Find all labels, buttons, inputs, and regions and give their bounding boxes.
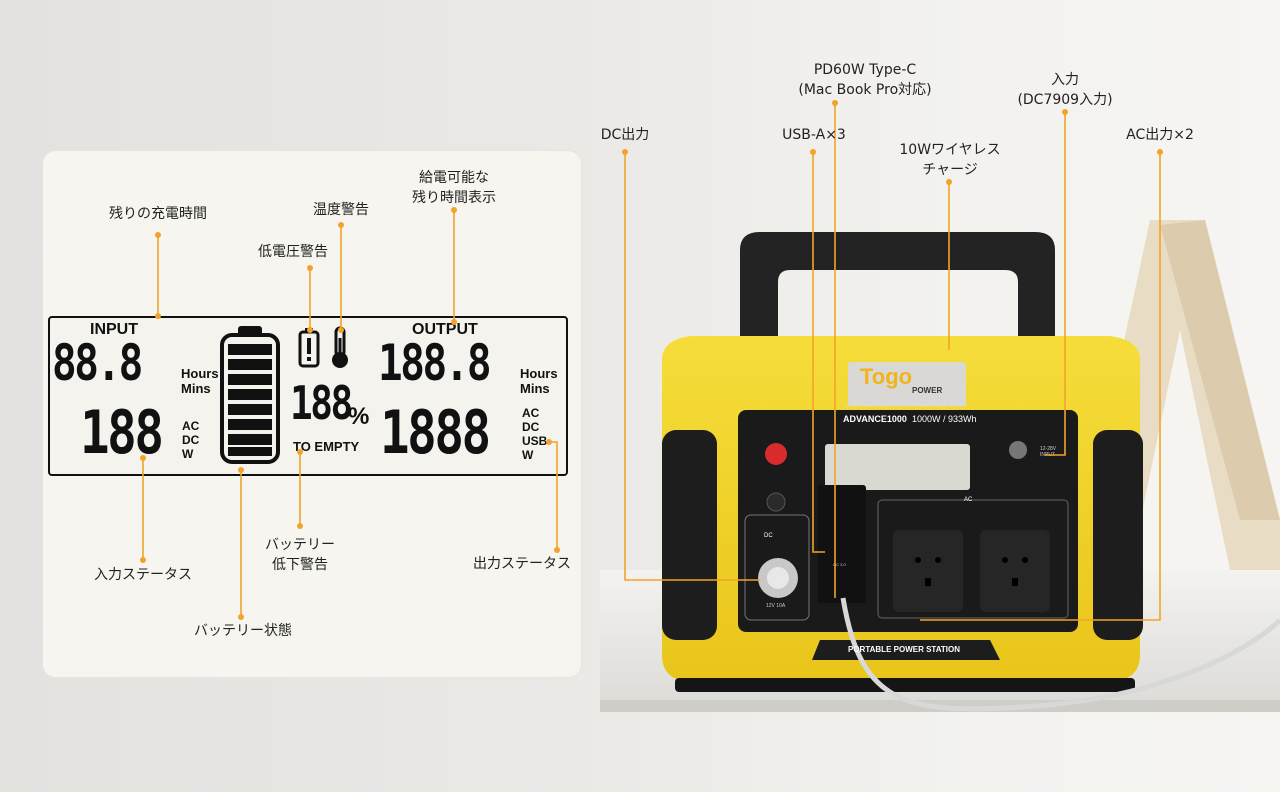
label-battery-low-warning-line1: バッテリー <box>265 537 335 553</box>
label-ac-output: AC出力×2 <box>1126 127 1194 143</box>
label-temperature-warning: 温度警告 <box>313 202 369 218</box>
input-port-label-line1: 12-28V <box>1040 446 1057 452</box>
label-wireless-charge-line2: チャージ <box>922 162 978 178</box>
label-pd-type-c-line2: (Mac Book Pro対応) <box>798 82 932 98</box>
label-remaining-supply-time: 給電可能な 残り時間表示 <box>398 168 510 208</box>
lcd-input-mins: Mins <box>181 381 211 396</box>
label-battery-status: バッテリー状態 <box>194 623 292 639</box>
lcd-input-dc: DC <box>182 433 200 447</box>
label-wireless-charge: 10Wワイヤレス チャージ <box>885 140 1015 180</box>
label-low-voltage-warning: 低電圧警告 <box>258 244 328 260</box>
lcd-output-ac: AC <box>522 406 540 420</box>
dc-port-label: 12V 10A <box>766 603 786 609</box>
lcd-output-usb: USB <box>522 434 548 448</box>
dc-button-label[interactable]: DC <box>764 533 773 539</box>
lcd-input-hours: Hours <box>181 366 219 381</box>
label-input-status: 入力ステータス <box>94 567 192 583</box>
device-tagline: ENJOY NEW YOUR LIFE, EMPOWER YOUR WORLD <box>845 403 968 409</box>
device-model: ADVANCE1000 <box>843 414 907 424</box>
label-dc-output: DC出力 <box>600 127 650 143</box>
lcd-output-watts: 1888 <box>380 398 491 468</box>
qc-port-label: QC 3.0 <box>833 562 846 567</box>
label-pd-type-c-line1: PD60W Type-C <box>813 62 917 78</box>
lcd-input-ac: AC <box>182 419 200 433</box>
lcd-output-time: 188.8 <box>378 334 492 392</box>
lcd-output-hours: Hours <box>520 366 558 381</box>
lcd-output-mins: Mins <box>520 381 550 396</box>
lcd-to-empty: TO EMPTY <box>293 439 360 454</box>
lcd-percent-sign: % <box>348 403 370 430</box>
label-input: 入力 (DC7909入力) <box>1005 70 1125 110</box>
label-pd-type-c: PD60W Type-C (Mac Book Pro対応) <box>785 60 945 100</box>
device-spec: 1000W / 933Wh <box>912 414 977 424</box>
lcd-output-heading: OUTPUT <box>412 321 478 338</box>
label-input-line1: 入力 <box>1051 72 1079 88</box>
label-wireless-charge-line1: 10Wワイヤレス <box>899 142 1001 158</box>
label-remaining-supply-time-line2: 残り時間表示 <box>412 190 496 206</box>
lcd-output-dc: DC <box>522 420 540 434</box>
label-battery-low-warning-line2: 低下警告 <box>272 557 328 573</box>
device-bottom-label: PORTABLE POWER STATION <box>848 645 960 654</box>
label-remaining-charge-time: 残りの充電時間 <box>109 206 207 222</box>
ac-button-label[interactable]: AC <box>964 497 973 503</box>
brand-logo: Togo <box>860 364 913 389</box>
label-usb-a: USB-A×3 <box>782 127 846 143</box>
brand-sub: POWER <box>912 386 943 395</box>
lcd-battery-percent: 188 <box>290 376 353 430</box>
lcd-input-time: 88.8 <box>52 334 143 392</box>
label-input-line2: (DC7909入力) <box>1017 92 1113 108</box>
label-battery-low-warning: バッテリー 低下警告 <box>255 535 345 575</box>
label-remaining-supply-time-line1: 給電可能な <box>419 170 489 186</box>
lcd-input-w: W <box>182 447 194 461</box>
label-output-status: 出力ステータス <box>473 556 571 572</box>
lcd-input-watts: 188 <box>80 398 164 468</box>
battery-icon <box>220 326 280 464</box>
lcd-output-w: W <box>522 448 534 462</box>
lcd-input-heading: INPUT <box>90 321 138 338</box>
